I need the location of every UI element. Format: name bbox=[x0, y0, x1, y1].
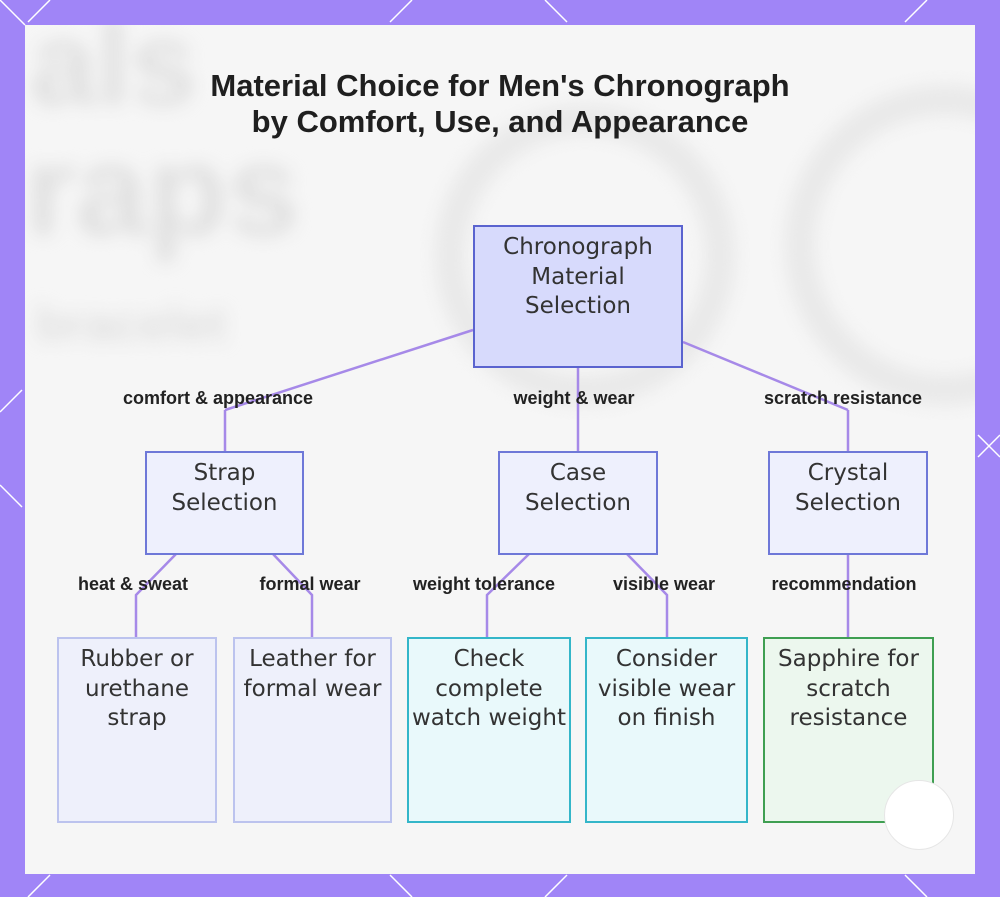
case-selection-node[interactable]: Case Selection bbox=[498, 451, 658, 555]
edge-label-weight-wear: weight & wear bbox=[513, 388, 635, 408]
edge-label-formal-wear: formal wear bbox=[259, 574, 361, 594]
crystal-selection-node[interactable]: Crystal Selection bbox=[768, 451, 928, 555]
watermark-logo bbox=[884, 780, 954, 850]
edge-label-heat-sweat: heat & sweat bbox=[77, 574, 189, 594]
leather-strap-label: Leather for formal wear bbox=[243, 646, 382, 702]
watch-weight-label: Check complete watch weight bbox=[411, 646, 566, 731]
connector-case-weight bbox=[485, 553, 530, 638]
connector-strap-leather bbox=[272, 553, 314, 638]
rubber-strap-label: Rubber or urethane strap bbox=[80, 646, 194, 731]
strap-selection-label: Strap Selection bbox=[171, 460, 278, 516]
root-node[interactable]: Chronograph Material Selection bbox=[473, 225, 683, 368]
crystal-selection-label: Crystal Selection bbox=[795, 460, 901, 516]
visible-wear-label: Consider visible wear on finish bbox=[597, 646, 736, 731]
connector-case-wear bbox=[626, 553, 669, 638]
rubber-strap-node[interactable]: Rubber or urethane strap bbox=[57, 637, 217, 823]
connector-root-crystal bbox=[682, 340, 849, 412]
strap-selection-node[interactable]: Strap Selection bbox=[145, 451, 304, 555]
case-selection-label: Case Selection bbox=[525, 460, 631, 516]
edge-label-comfort-appearance: comfort & appearance bbox=[122, 388, 314, 408]
edge-label-recommendation: recommendation bbox=[771, 574, 917, 594]
edge-label-weight-tolerance: weight tolerance bbox=[412, 574, 556, 594]
edge-label-visible-wear: visible wear bbox=[612, 574, 716, 594]
watch-weight-node[interactable]: Check complete watch weight bbox=[407, 637, 571, 823]
background-photo: als raps bracelet bbox=[25, 25, 975, 874]
connector-root-strap bbox=[224, 328, 474, 412]
visible-wear-node[interactable]: Consider visible wear on finish bbox=[585, 637, 748, 823]
leather-strap-node[interactable]: Leather for formal wear bbox=[233, 637, 392, 823]
edge-label-scratch-resistance: scratch resistance bbox=[763, 388, 923, 408]
root-node-label: Chronograph Material Selection bbox=[503, 234, 653, 319]
sapphire-crystal-label: Sapphire for scratch resistance bbox=[778, 646, 919, 731]
connector-strap-rubber bbox=[134, 553, 177, 638]
diagram-title: Material Choice for Men's Chronograph by… bbox=[210, 68, 790, 139]
